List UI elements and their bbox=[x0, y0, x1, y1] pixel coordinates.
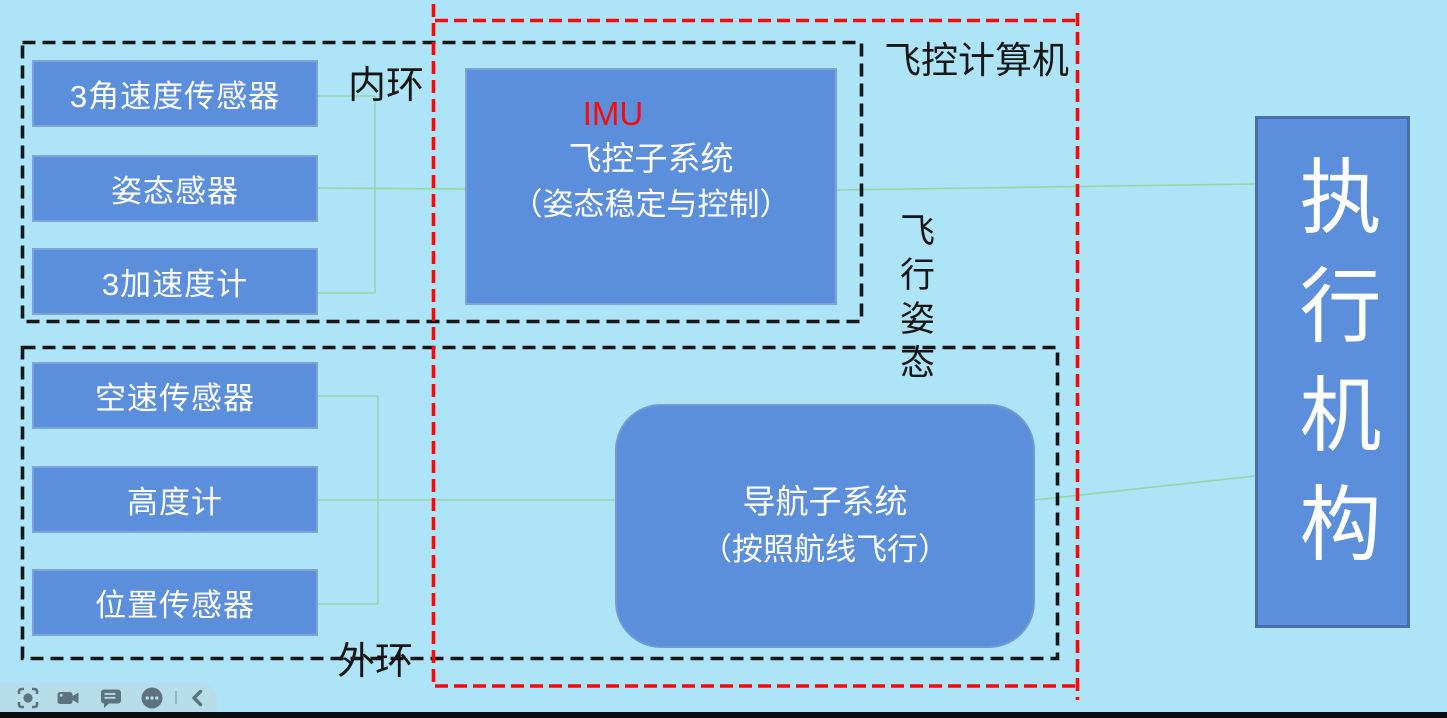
flight-computer-dashed-frame bbox=[431, 4, 1080, 700]
nav-subtitle: （按照航线飞行） bbox=[701, 532, 949, 567]
flight-attitude-label: 飞行姿态 bbox=[895, 212, 934, 388]
bottom-strip bbox=[0, 712, 1447, 718]
imu-tag: IMU bbox=[582, 95, 644, 132]
outer-loop-label: 外环 bbox=[337, 641, 414, 683]
sensor-box-attitude: 姿态感器 bbox=[32, 155, 318, 222]
actuator-box: 执行机构 bbox=[1255, 116, 1410, 628]
sensor-label: 3角速度传感器 bbox=[69, 79, 281, 114]
chevron-left-icon[interactable] bbox=[186, 686, 210, 710]
nav-title: 导航子系统 bbox=[742, 483, 908, 520]
actuator-label: 执行机构 bbox=[1287, 154, 1378, 590]
sensor-box-airspeed: 空速传感器 bbox=[32, 362, 318, 429]
flight-control-subsystem-box: IMU 飞控子系统 （姿态稳定与控制） bbox=[465, 68, 837, 305]
outer-loop-dashed-frame bbox=[20, 345, 1060, 661]
flight-computer-label: 飞控计算机 bbox=[884, 40, 1069, 81]
toolbar-divider bbox=[175, 691, 177, 704]
sensor-box-altimeter: 高度计 bbox=[32, 466, 318, 533]
fcs-title: 飞控子系统 bbox=[568, 140, 734, 177]
sensor-box-accelerometer: 3加速度计 bbox=[32, 248, 318, 315]
green-connectors bbox=[317, 95, 1256, 605]
sensor-label: 高度计 bbox=[127, 485, 223, 520]
sensor-label: 3加速度计 bbox=[101, 267, 249, 302]
screenshot-icon[interactable] bbox=[16, 686, 40, 710]
sensor-box-position: 位置传感器 bbox=[32, 569, 318, 636]
fcs-subtitle: （姿态稳定与控制） bbox=[511, 187, 791, 222]
sensor-label: 空速传感器 bbox=[95, 381, 255, 416]
video-camera-icon[interactable] bbox=[56, 686, 80, 710]
chat-icon[interactable] bbox=[99, 686, 123, 710]
sensor-box-angular-rate: 3角速度传感器 bbox=[32, 60, 318, 127]
sensor-label: 位置传感器 bbox=[95, 588, 255, 623]
inner-loop-label: 内环 bbox=[348, 65, 425, 107]
navigation-subsystem-box: 导航子系统 （按照航线飞行） bbox=[615, 404, 1035, 648]
more-icon[interactable] bbox=[140, 686, 164, 710]
sensor-label: 姿态感器 bbox=[111, 174, 239, 209]
